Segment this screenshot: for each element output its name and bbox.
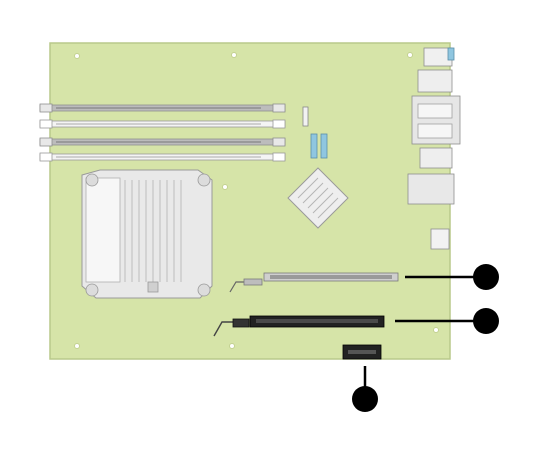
callout-marker-3 [352, 386, 378, 412]
expansion-slot-1 [229, 272, 399, 293]
rear-io [407, 47, 461, 250]
dimm-slot-2 [39, 119, 286, 129]
chipset-heatsink [287, 167, 349, 229]
cpu-heatsink [81, 169, 213, 299]
memory-slots [39, 103, 286, 162]
expansion-slot-3 [342, 344, 382, 360]
callouts [352, 264, 499, 412]
expansion-slot-2 [213, 315, 385, 337]
dimm-slot-3 [39, 137, 286, 147]
dimm-slot-4 [39, 152, 286, 162]
header-connectors [302, 106, 328, 159]
callout-marker-2 [473, 308, 499, 334]
dimm-slot-1 [39, 103, 286, 113]
callout-marker-1 [473, 264, 499, 290]
